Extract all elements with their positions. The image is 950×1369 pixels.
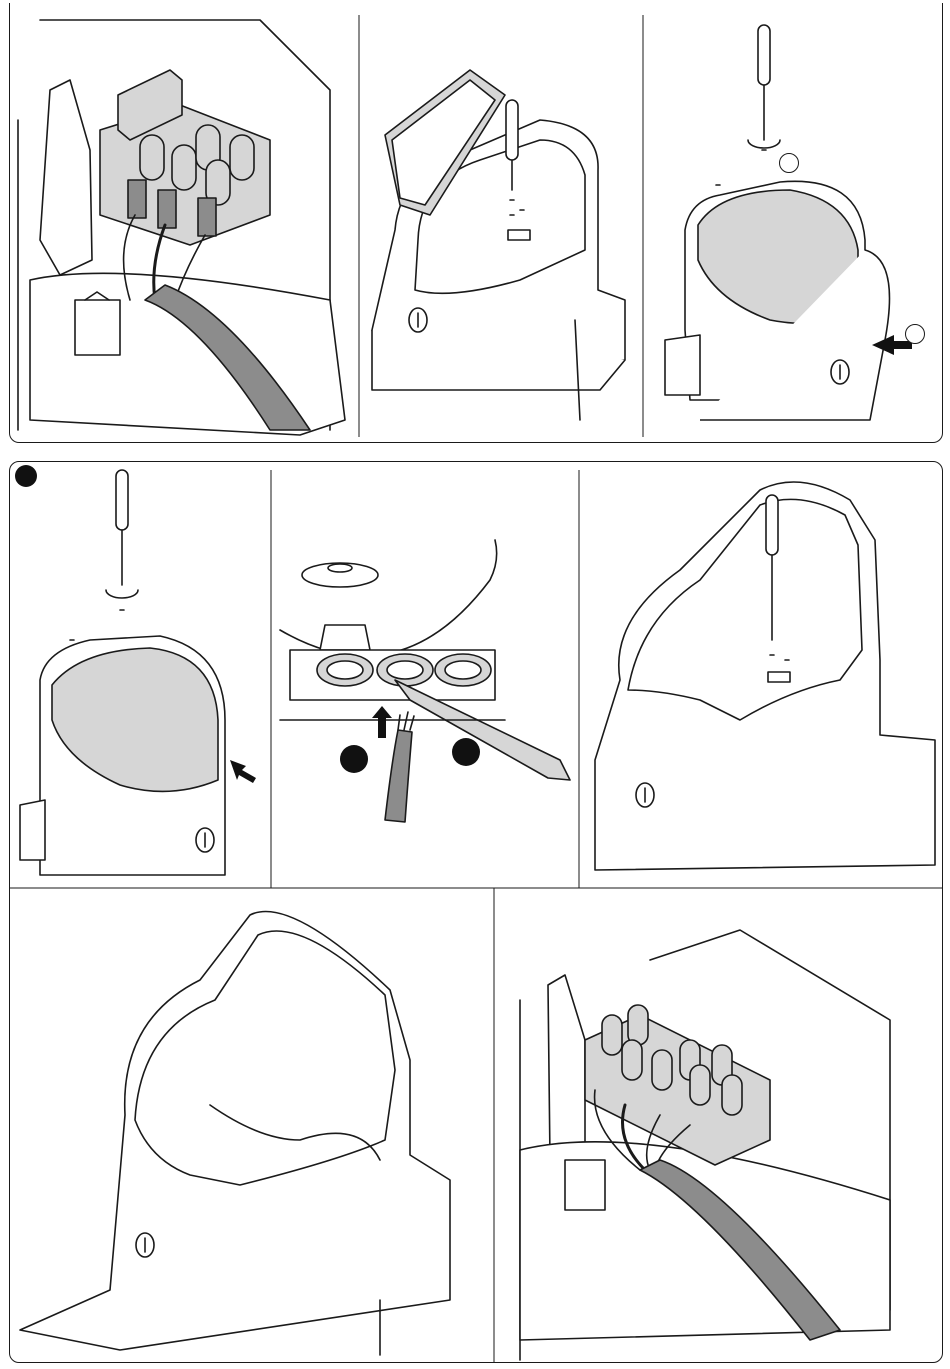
panel-2-battery-pack-screw-installation-icon [372, 70, 625, 420]
step-marker-b [905, 324, 925, 344]
panel-7-housing-wiring-icon [20, 912, 450, 1355]
panel-1-wiring-terminal-block-3-way-icon [18, 20, 345, 435]
panel-8-wiring-terminal-block-5-way-icon [520, 930, 890, 1360]
panel-6-housing-screw-insertion-icon [595, 482, 935, 870]
panel-3-cover-screw-fastening-icon [665, 25, 912, 420]
step-marker-a [779, 153, 799, 173]
step-marker-e [452, 738, 480, 766]
panel-5-cable-grommet-cutting-icon [280, 540, 570, 822]
step-marker-c [15, 465, 37, 487]
step-marker-d [340, 745, 368, 773]
panel-4-cover-screw-removal-icon [20, 470, 256, 875]
